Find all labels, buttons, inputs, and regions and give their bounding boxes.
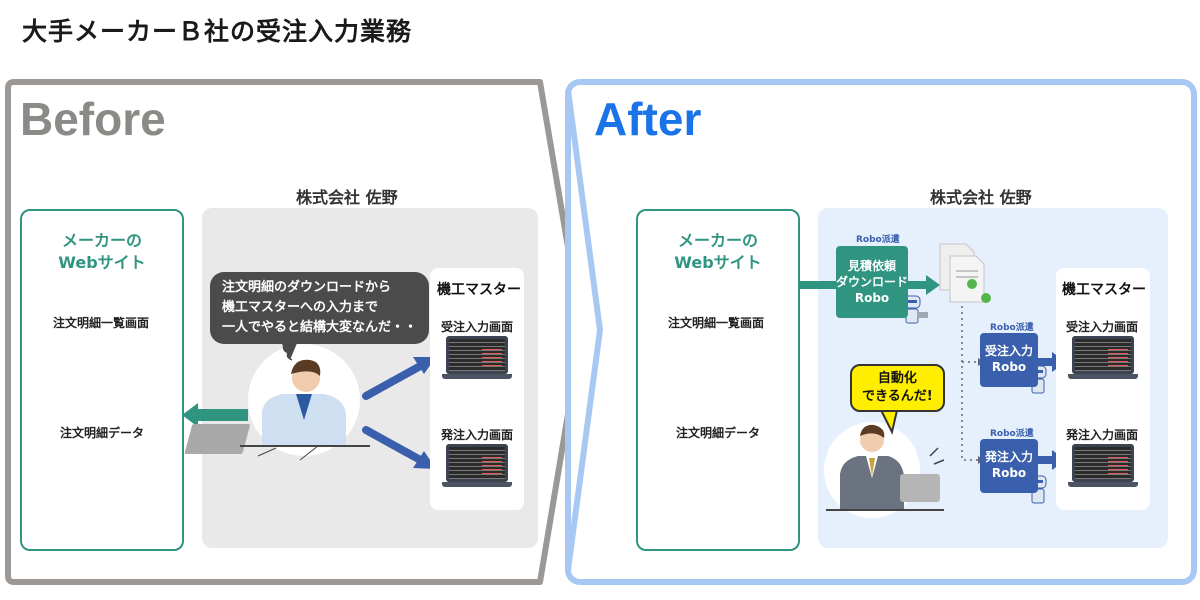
before-order-entry-laptop-icon bbox=[442, 336, 512, 380]
after-panel-notch bbox=[565, 89, 604, 571]
robo2-tag: Robo派遣 bbox=[990, 323, 1034, 333]
after-speech-bubble: 自動化 できるんだ! bbox=[850, 364, 945, 412]
robo-purchase-entry: 発注入力 Robo bbox=[980, 439, 1038, 493]
after-bubble-line2: できるんだ! bbox=[862, 389, 933, 404]
after-label: After bbox=[594, 93, 702, 145]
robo-download: 見積依頼 ダウンロード Robo bbox=[836, 246, 908, 318]
after-order-entry-label: 受注入力画面 bbox=[1066, 320, 1139, 334]
before-master-title: 機工マスター bbox=[437, 282, 521, 298]
robo-order-entry: 受注入力 Robo bbox=[980, 333, 1038, 387]
robo1-line1: 見積依頼 bbox=[847, 259, 896, 273]
before-order-data-label: 注文明細データ bbox=[60, 426, 145, 440]
before-maker-site-box bbox=[20, 209, 184, 551]
before-company-name: 株式会社 佐野 bbox=[296, 188, 398, 207]
before-maker-title-line1: メーカーの bbox=[61, 231, 142, 250]
before-download-arrow bbox=[182, 403, 248, 427]
after-maker-site-box bbox=[636, 209, 800, 551]
robo1-tag: Robo派遣 bbox=[856, 235, 900, 245]
after-download-arrow bbox=[798, 275, 940, 295]
before-maker-title: メーカーの Webサイト bbox=[22, 230, 182, 274]
after-bubble-line1: 自動化 bbox=[877, 371, 917, 386]
before-maker-title-line2: Webサイト bbox=[58, 253, 146, 272]
after-maker-title: メーカーの Webサイト bbox=[638, 230, 798, 274]
after-maker-title-line2: Webサイト bbox=[674, 253, 762, 272]
after-order-data-label: 注文明細データ bbox=[676, 426, 761, 440]
robo3-line1: 発注入力 bbox=[984, 450, 1033, 464]
after-master-title: 機工マスター bbox=[1062, 282, 1146, 298]
after-purchase-entry-label: 発注入力画面 bbox=[1066, 428, 1139, 442]
before-purchase-entry-label: 発注入力画面 bbox=[441, 428, 514, 442]
before-bubble-line2: 機工マスターへの入力まで bbox=[222, 300, 379, 315]
before-bubble-line1: 注文明細のダウンロードから bbox=[222, 280, 392, 295]
after-order-list-label: 注文明細一覧画面 bbox=[668, 316, 765, 330]
robo1-line3: Robo bbox=[854, 291, 890, 305]
after-order-entry-laptop-icon bbox=[1068, 336, 1138, 380]
before-bubble-line3: 一人でやると結構大変なんだ・・ bbox=[222, 320, 418, 335]
robo2-line1: 受注入力 bbox=[984, 344, 1033, 358]
before-order-list-label: 注文明細一覧画面 bbox=[53, 316, 150, 330]
after-maker-title-line1: メーカーの bbox=[677, 231, 758, 250]
after-doc-stack-icon bbox=[939, 243, 991, 303]
page-title: 大手メーカーＢ社の受注入力業務 bbox=[22, 17, 413, 46]
robo1-line2: ダウンロード bbox=[836, 275, 909, 289]
after-worker-illustration bbox=[824, 422, 945, 518]
robo2-line2: Robo bbox=[991, 360, 1027, 374]
after-purchase-entry-laptop-icon bbox=[1068, 444, 1138, 488]
before-worker-illustration bbox=[184, 341, 370, 461]
robo3-line2: Robo bbox=[991, 466, 1027, 480]
before-order-entry-label: 受注入力画面 bbox=[441, 320, 514, 334]
robo3-tag: Robo派遣 bbox=[990, 429, 1034, 439]
before-label: Before bbox=[20, 93, 166, 145]
before-purchase-entry-laptop-icon bbox=[442, 444, 512, 488]
before-speech-bubble: 注文明細のダウンロードから 機工マスターへの入力まで 一人でやると結構大変なんだ… bbox=[210, 272, 430, 344]
after-company-name: 株式会社 佐野 bbox=[930, 188, 1032, 207]
